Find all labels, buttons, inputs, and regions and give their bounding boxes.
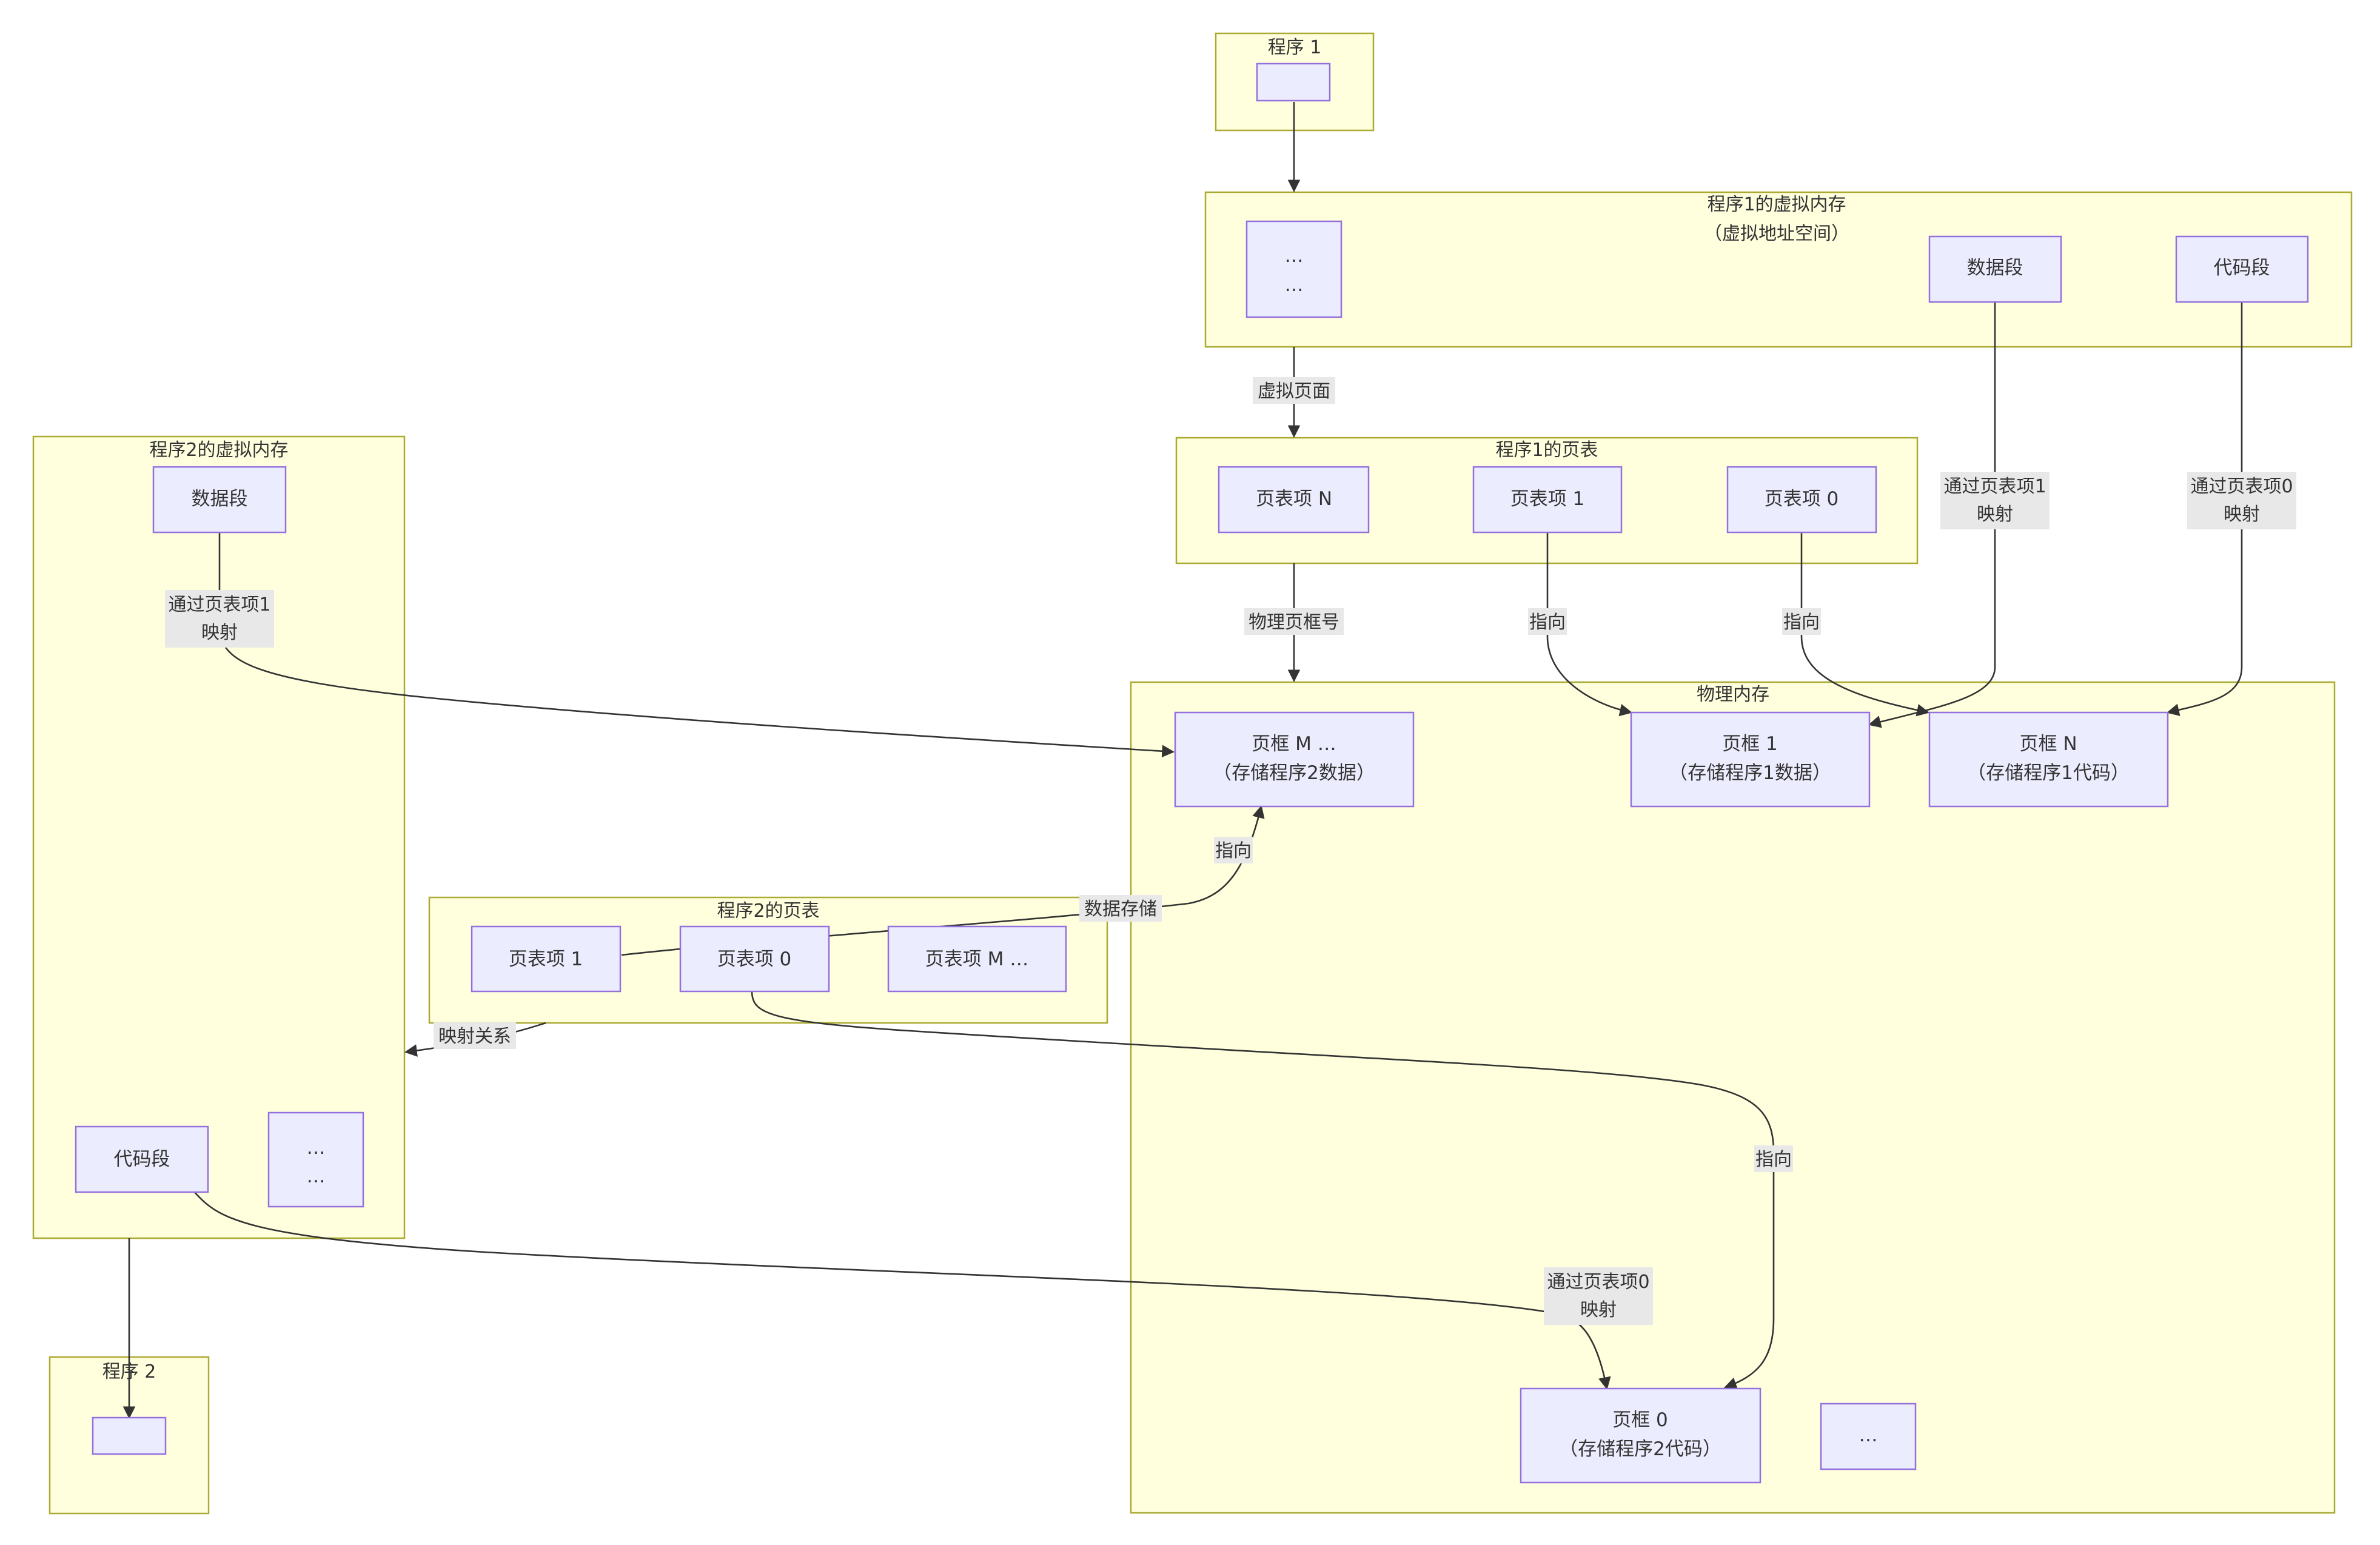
p2-pte-1-label: 页表项 1 — [509, 948, 583, 970]
edge-label-points-to-2: 指向 — [1782, 608, 1821, 635]
phys-dots-label: … — [1859, 1424, 1878, 1446]
edge-label-points-to-0: 指向 — [1754, 1145, 1793, 1172]
edge-label-points-to-1: 指向 — [1528, 608, 1567, 635]
p1-dots-line1: … — [1285, 245, 1304, 267]
edge-label-data-storage: 数据存储 — [1079, 895, 1162, 922]
frame-m-line1: 页框 M … — [1252, 733, 1336, 755]
cluster-p1-vmem-title-line1: 程序1的虚拟内存 — [1707, 194, 1846, 215]
svg-text:数据存储: 数据存储 — [1084, 899, 1157, 920]
edge-label-p1-code-map: 通过页表项0 映射 — [2187, 472, 2296, 529]
frame-m-node: 页框 M … （存储程序2数据） — [1174, 711, 1415, 808]
cluster-p2-vmem-title: 程序2的虚拟内存 — [149, 440, 288, 461]
edge-label-virtual-page: 虚拟页面 — [1253, 377, 1335, 404]
p2-pte-m-label: 页表项 M … — [925, 948, 1028, 970]
svg-text:虚拟页面: 虚拟页面 — [1258, 381, 1330, 402]
p2-data-segment-label: 数据段 — [192, 488, 248, 510]
pte-0-label: 页表项 0 — [1765, 488, 1839, 510]
cluster-p2-pagetable-title: 程序2的页表 — [717, 900, 819, 922]
pte-n-label: 页表项 N — [1256, 488, 1332, 510]
p1-data-segment-label: 数据段 — [1967, 257, 2023, 279]
edge-pte1-to-frame1 — [1546, 532, 1633, 717]
p2-code-segment-label: 代码段 — [114, 1148, 170, 1170]
svg-text:通过页表项0: 通过页表项0 — [1547, 1272, 1649, 1293]
p1-box — [1256, 62, 1331, 102]
edge-p1-data-to-frame1 — [1868, 302, 1996, 728]
p2-pte-0-label: 页表项 0 — [717, 948, 792, 970]
frame-n-line2: （存储程序1代码） — [1967, 762, 2130, 784]
pte-1-node: 页表项 1 — [1472, 466, 1623, 534]
edge-label-p1-data-map: 通过页表项1 映射 — [1940, 472, 2050, 529]
edge-label-p2-code-map: 通过页表项0 映射 — [1544, 1267, 1653, 1325]
svg-text:物理页框号: 物理页框号 — [1249, 612, 1339, 633]
p2-dots-line1: … — [307, 1137, 326, 1159]
frame-1-line2: （存储程序1数据） — [1669, 762, 1831, 784]
svg-text:指向: 指向 — [1215, 840, 1252, 862]
frame-m-line2: （存储程序2数据） — [1213, 762, 1375, 784]
p1-dots-node: … … — [1245, 220, 1343, 318]
svg-text:通过页表项0: 通过页表项0 — [2190, 476, 2293, 497]
svg-text:指向: 指向 — [1755, 1149, 1792, 1170]
edge-p2pte0-to-frame0 — [751, 991, 1775, 1390]
p2-code-segment-node: 代码段 — [75, 1125, 209, 1193]
p2-pte-1-node: 页表项 1 — [471, 925, 622, 993]
svg-text:通过页表项1: 通过页表项1 — [168, 594, 270, 615]
cluster-phys-mem-title: 物理内存 — [1697, 684, 1769, 705]
p1-dots-line2: … — [1285, 274, 1304, 296]
cluster-p1-virtual-memory: 程序1的虚拟内存 （虚拟地址空间） — [1204, 191, 2353, 348]
cluster-physical-memory: 物理内存 — [1130, 681, 2336, 1514]
p2-box — [92, 1416, 167, 1455]
cluster-program1-title: 程序 1 — [1268, 37, 1322, 58]
cluster-p1-vmem-title-line2: （虚拟地址空间） — [1704, 223, 1849, 244]
svg-text:映射: 映射 — [1580, 1299, 1617, 1321]
p2-pte-0-node: 页表项 0 — [679, 925, 830, 993]
edge-label-phys-frame-no: 物理页框号 — [1244, 608, 1344, 635]
cluster-p1-pagetable-title: 程序1的页表 — [1495, 440, 1598, 461]
edge-pte0-to-frame-n — [1800, 532, 1930, 717]
p2-data-segment-node: 数据段 — [152, 466, 287, 534]
svg-text:指向: 指向 — [1529, 612, 1566, 633]
edge-label-p2-data-map: 通过页表项1 映射 — [165, 590, 274, 648]
frame-1-node: 页框 1 （存储程序1数据） — [1630, 711, 1871, 808]
frame-0-node: 页框 0 （存储程序2代码） — [1520, 1387, 1762, 1484]
frame-0-line1: 页框 0 — [1612, 1409, 1668, 1431]
svg-text:指向: 指向 — [1783, 612, 1820, 633]
edge-p1-code-to-frame-n — [2166, 302, 2243, 716]
p1-code-segment-node: 代码段 — [2175, 235, 2309, 303]
edge-label-points-to-m: 指向 — [1214, 837, 1253, 863]
svg-text:映射: 映射 — [1977, 504, 2013, 525]
svg-text:映射: 映射 — [2224, 504, 2260, 525]
edge-p2-data-to-frame-m — [218, 532, 1175, 758]
p2-pte-m-node: 页表项 M … — [887, 925, 1067, 993]
edge-label-mapping-relation: 映射关系 — [434, 1022, 516, 1049]
frame-0-line2: （存储程序2代码） — [1559, 1438, 1721, 1460]
pte-n-node: 页表项 N — [1218, 466, 1370, 534]
frame-n-node: 页框 N （存储程序1代码） — [1928, 711, 2169, 808]
p2-dots-node: … … — [267, 1111, 364, 1208]
frame-n-line1: 页框 N — [2019, 733, 2077, 755]
p1-code-segment-label: 代码段 — [2214, 257, 2270, 279]
phys-dots-node: … — [1820, 1403, 1917, 1470]
pte-1-label: 页表项 1 — [1510, 488, 1585, 510]
frame-1-line1: 页框 1 — [1722, 733, 1778, 755]
svg-text:映射: 映射 — [201, 622, 238, 643]
svg-text:通过页表项1: 通过页表项1 — [1943, 476, 2046, 497]
pte-0-node: 页表项 0 — [1726, 466, 1877, 534]
svg-text:映射关系: 映射关系 — [438, 1026, 511, 1047]
p1-data-segment-node: 数据段 — [1928, 235, 2062, 303]
p2-dots-line2: … — [307, 1165, 326, 1187]
